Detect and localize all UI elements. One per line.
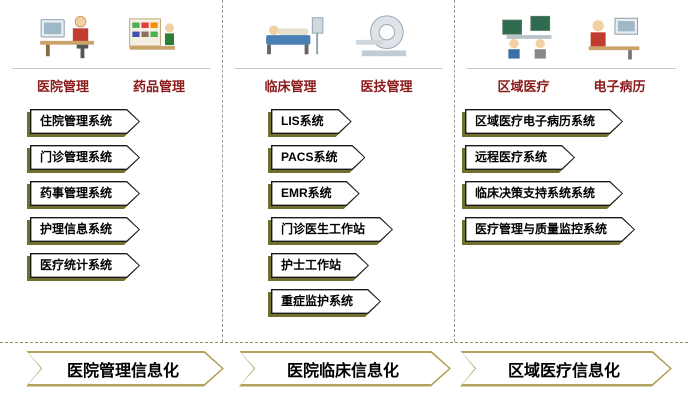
- pharmacy-shelf-icon: [126, 12, 184, 62]
- icon-row: [455, 4, 688, 66]
- column-clinical-management: 临床管理 医技管理 LIS系统 PACS系统 EMR系统 门诊医生工作站 护士工…: [222, 0, 454, 342]
- patient-bed-icon: [264, 12, 326, 62]
- system-box-icu-monitoring: 重症监护系统: [271, 289, 381, 314]
- category-label-row: 医院管理 药品管理: [12, 68, 210, 95]
- system-list: 住院管理系统 门诊管理系统 药事管理系统 护理信息系统 医疗统计系统: [0, 109, 222, 278]
- banner-regional-healthcare-informatization: 区域医疗信息化: [460, 351, 672, 387]
- icon-row: [223, 4, 454, 66]
- column-regional-healthcare: 区域医疗 电子病历 区域医疗电子病历系统 远程医疗系统 临床决策支持系统系统 医…: [454, 0, 688, 342]
- diagram-body: 医院管理 药品管理 住院管理系统 门诊管理系统 药事管理系统 护理信息系统 医疗…: [0, 0, 688, 342]
- system-box-lis: LIS系统: [271, 109, 352, 134]
- category-label-row: 区域医疗 电子病历: [467, 68, 676, 95]
- category-electronic-medical-record: 电子病历: [593, 79, 646, 94]
- doctor-workstation-icon: [585, 12, 645, 62]
- system-box-nurse-station: 护士工作站: [271, 253, 369, 278]
- system-box-emr: EMR系统: [271, 181, 360, 206]
- category-clinical-management: 临床管理: [264, 79, 317, 94]
- regional-terminals-icon: [499, 12, 559, 62]
- system-box-nursing-info: 护理信息系统: [30, 217, 140, 242]
- system-box-pharmacy-affairs: 药事管理系统: [30, 181, 140, 206]
- system-box-quality-monitoring: 医疗管理与质量监控系统: [465, 217, 635, 242]
- system-box-medical-statistics: 医疗统计系统: [30, 253, 140, 278]
- banner-hospital-clinical-informatization: 医院临床信息化: [239, 351, 451, 387]
- system-list: LIS系统 PACS系统 EMR系统 门诊医生工作站 护士工作站 重症监护系统: [223, 109, 454, 314]
- nurse-workstation-icon: [38, 12, 100, 62]
- category-label-row: 临床管理 医技管理: [235, 68, 442, 95]
- banner-hospital-management-informatization: 医院管理信息化: [26, 351, 224, 387]
- system-box-telemedicine: 远程医疗系统: [465, 145, 575, 170]
- system-list: 区域医疗电子病历系统 远程医疗系统 临床决策支持系统系统 医疗管理与质量监控系统: [455, 109, 688, 242]
- system-box-pacs: PACS系统: [271, 145, 365, 170]
- category-medtech-management: 医技管理: [360, 79, 413, 94]
- system-box-outpatient: 门诊管理系统: [30, 145, 140, 170]
- system-box-regional-emr: 区域医疗电子病历系统: [465, 109, 623, 134]
- banner-row: 医院管理信息化 医院临床信息化 区域医疗信息化: [0, 342, 688, 400]
- ct-scanner-icon: [352, 12, 414, 62]
- icon-row: [0, 4, 222, 66]
- category-drug-management: 药品管理: [133, 79, 186, 94]
- category-regional-healthcare: 区域医疗: [497, 79, 550, 94]
- system-box-clinical-decision-support: 临床决策支持系统系统: [465, 181, 623, 206]
- category-hospital-management: 医院管理: [36, 79, 89, 94]
- column-hospital-management: 医院管理 药品管理 住院管理系统 门诊管理系统 药事管理系统 护理信息系统 医疗…: [0, 0, 222, 342]
- system-box-inpatient: 住院管理系统: [30, 109, 140, 134]
- system-box-outpatient-doctor-station: 门诊医生工作站: [271, 217, 393, 242]
